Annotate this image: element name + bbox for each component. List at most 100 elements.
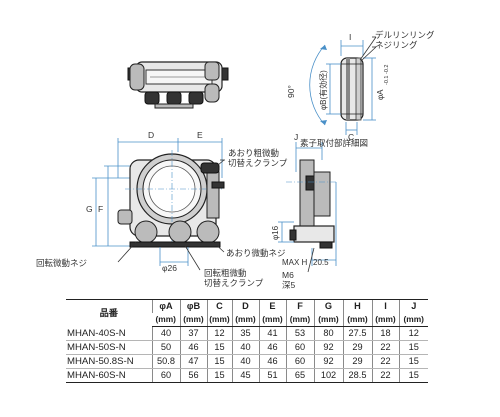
table-cell: 46: [258, 340, 286, 355]
header-unit: (mm): [152, 313, 180, 327]
dim-G: G: [86, 204, 93, 214]
table-cell: 22: [371, 354, 399, 369]
dim-angle: 90°: [286, 85, 296, 98]
header-unit: (mm): [398, 313, 428, 327]
table-cell: 29: [342, 354, 372, 369]
table-cell: 102: [313, 368, 343, 383]
dim-max-h: MAX H: [282, 258, 308, 267]
table-row: MHAN-40S-N 40 37 12 35 41 53 80 27.5 18 …: [66, 326, 428, 341]
header-model: 品番: [66, 299, 152, 327]
dimension-texts: D E F G J I C φB(有効径) φA -0.1 -0.2 90° φ…: [86, 32, 390, 290]
header-col: I: [371, 299, 399, 313]
dim-phiB: φB(有効径): [318, 70, 328, 110]
table-cell: 60: [151, 368, 180, 383]
dim-I: I: [349, 32, 351, 42]
table-cell: 18: [371, 326, 399, 341]
table-cell: 92: [313, 340, 343, 355]
table-cell: 12: [206, 326, 232, 341]
header-unit: (mm): [342, 313, 372, 327]
dim-phi26: φ26: [162, 263, 177, 273]
dim-D: D: [148, 130, 154, 140]
dim-E: E: [197, 130, 203, 140]
table-cell: 40: [151, 326, 180, 341]
table-cell: 56: [179, 368, 207, 383]
table-cell: 12: [398, 326, 428, 341]
dim-phiA: φA: [376, 89, 385, 100]
table-cell: 15: [206, 354, 232, 369]
table-cell: 47: [179, 354, 207, 369]
header-col: C: [206, 299, 232, 313]
dim-m6: M6: [282, 270, 294, 280]
dim-20-5: 20.5: [313, 258, 329, 267]
dim-J: J: [294, 132, 298, 142]
table-row: MHAN-60S-N 60 56 15 45 51 65 102 28.5 22…: [66, 368, 428, 383]
table-cell: 60: [285, 340, 314, 355]
row-model: MHAN-60S-N: [66, 368, 152, 383]
labels: デルリンリング ネジリング あおり粗微動 切替えクランプ 素子取付部詳細図 あお…: [36, 30, 435, 288]
dim-phi16: φ16: [271, 225, 280, 240]
spec-table: 品番 φA φB C D E F G H I J (mm) (mm) (mm) …: [66, 299, 428, 383]
table-cell: 65: [285, 368, 314, 383]
front-view: [92, 138, 225, 271]
header-col: φB: [179, 299, 207, 313]
table-cell: 29: [342, 340, 372, 355]
table-cell: 45: [231, 368, 259, 383]
row-model: MHAN-40S-N: [66, 326, 152, 341]
header-col: E: [258, 299, 286, 313]
label-tilt-coarse: あおり粗微動: [228, 148, 279, 158]
dim-C: C: [348, 132, 354, 142]
header-unit: (mm): [179, 313, 207, 327]
label-rot-fine: 回転微動ネジ: [36, 258, 87, 268]
table-cell: 50.8: [151, 354, 180, 369]
table-row: MHAN-50.8S-N 50.8 47 15 40 46 60 92 29 2…: [66, 354, 428, 369]
table-cell: 37: [179, 326, 207, 341]
table-cell: 80: [313, 326, 343, 341]
header-col: G: [313, 299, 343, 313]
table-cell: 15: [398, 340, 428, 355]
label-rot-coarse: 回転粗微動: [204, 268, 247, 278]
table-cell: 51: [258, 368, 286, 383]
table-cell: 27.5: [342, 326, 372, 341]
technical-drawing: デルリンリング ネジリング あおり粗微動 切替えクランプ 素子取付部詳細図 あお…: [36, 30, 435, 290]
label-element-detail: 素子取付部詳細図: [300, 138, 368, 148]
header-col: φA: [151, 299, 180, 313]
label-tilt-coarse-clamp: 切替えクランプ: [228, 158, 288, 168]
header-col: F: [285, 299, 314, 313]
header-unit: (mm): [313, 313, 343, 327]
header-unit: (mm): [206, 313, 232, 327]
label-dial-ring: デルリンリング: [375, 30, 435, 40]
table-cell: 41: [258, 326, 286, 341]
side-view: [278, 142, 338, 273]
table-cell: 15: [206, 368, 232, 383]
table-cell: 15: [398, 354, 428, 369]
dim-phiA-tolerance: -0.1 -0.2: [384, 65, 390, 85]
table-header-row: 品番 φA φB C D E F G H I J: [66, 299, 428, 327]
table-unit-row: (mm) (mm) (mm) (mm) (mm) (mm) (mm) (mm) …: [66, 313, 428, 327]
table-cell: 35: [231, 326, 259, 341]
table-cell: 53: [285, 326, 314, 341]
lens-ring-detail: [309, 36, 377, 135]
header-col: H: [342, 299, 372, 313]
header-unit: (mm): [258, 313, 286, 327]
table-cell: 40: [231, 354, 259, 369]
table-cell: 60: [285, 354, 314, 369]
table-cell: 92: [313, 354, 343, 369]
label-rot-coarse-clamp: 切替えクランプ: [204, 278, 264, 288]
table-cell: 50: [151, 340, 180, 355]
header-col: D: [231, 299, 259, 313]
label-tilt-fine: あおり微動ネジ: [226, 248, 286, 258]
table-cell: 22: [371, 368, 399, 383]
dim-F: F: [98, 204, 103, 214]
top-view: [127, 61, 229, 109]
header-unit: (mm): [285, 313, 314, 327]
row-model: MHAN-50.8S-N: [66, 354, 152, 369]
table-cell: 28.5: [342, 368, 372, 383]
header-unit: (mm): [231, 313, 259, 327]
table-cell: 15: [398, 368, 428, 383]
table-cell: 46: [179, 340, 207, 355]
label-screw-ring: ネジリング: [375, 40, 418, 50]
dim-depth: 深5: [282, 280, 296, 290]
header-col: J: [398, 299, 428, 313]
table-row: MHAN-50S-N 50 46 15 40 46 60 92 29 22 15: [66, 340, 428, 355]
